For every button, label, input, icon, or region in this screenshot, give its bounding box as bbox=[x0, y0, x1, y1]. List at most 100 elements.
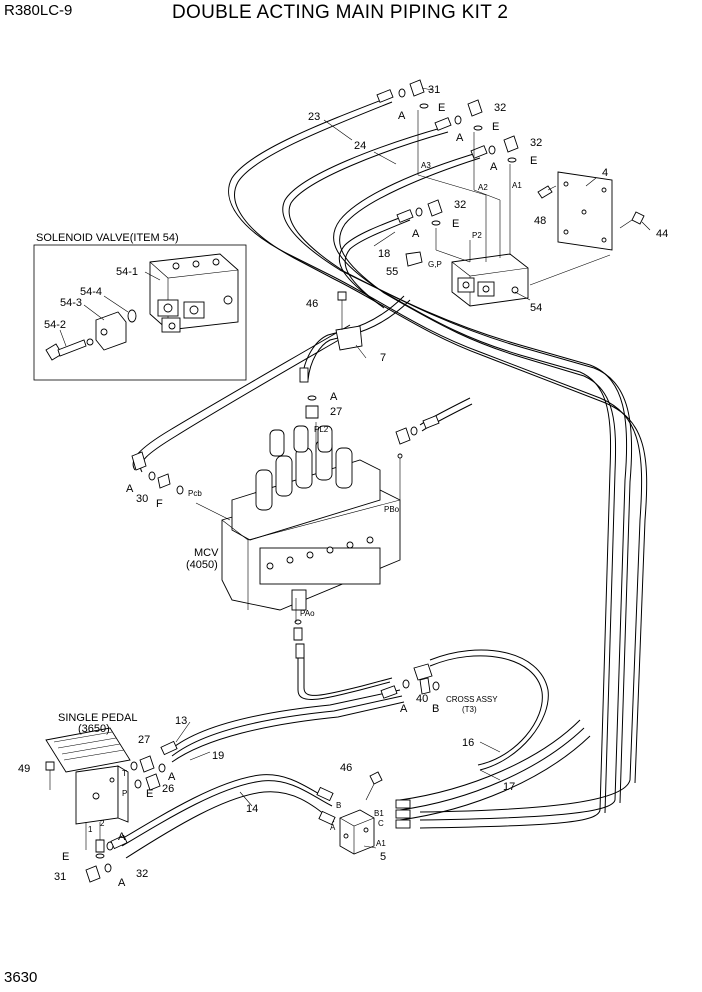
label-46-top: 46 bbox=[306, 298, 318, 310]
label-a-port: A bbox=[330, 823, 336, 832]
label-a-2: A bbox=[456, 132, 464, 144]
label-16: 16 bbox=[462, 737, 474, 749]
label-54: 54 bbox=[530, 302, 542, 314]
pedal-fittings bbox=[85, 740, 178, 883]
label-46-bottom: 46 bbox=[340, 762, 352, 774]
main-control-valve bbox=[221, 425, 401, 611]
elbow-fittings-top bbox=[398, 79, 519, 267]
label-gp: G,P bbox=[428, 260, 442, 269]
label-e-6: E bbox=[62, 851, 69, 863]
page-title: DOUBLE ACTING MAIN PIPING KIT 2 bbox=[172, 2, 509, 23]
page-number: 3630 bbox=[4, 969, 38, 986]
label-a-1: A bbox=[398, 110, 406, 122]
label-44: 44 bbox=[656, 228, 668, 240]
model-number: R380LC-9 bbox=[4, 2, 73, 19]
label-p-port: P bbox=[122, 789, 127, 798]
bolt-46-bottom-icon bbox=[365, 771, 383, 801]
bolt-49-icon bbox=[45, 761, 55, 790]
label-19: 19 bbox=[212, 750, 224, 762]
label-single-pedal: SINGLE PEDAL bbox=[58, 712, 137, 724]
label-40: 40 bbox=[416, 693, 428, 705]
label-23: 23 bbox=[308, 111, 320, 123]
label-mcv-code: (4050) bbox=[186, 559, 218, 571]
manifold-block-5 bbox=[339, 809, 375, 855]
label-4: 4 bbox=[602, 167, 608, 179]
label-32-a: 32 bbox=[494, 102, 506, 114]
label-e-3: E bbox=[530, 155, 537, 167]
label-a-9: A bbox=[118, 831, 126, 843]
part-labels: 31 E A 23 32 E A 32 E 24 A 4 A3 A2 A1 32… bbox=[18, 84, 668, 889]
label-a-10: A bbox=[118, 877, 126, 889]
label-31-top: 31 bbox=[428, 84, 440, 96]
label-27-bottom: 27 bbox=[138, 734, 150, 746]
plug-block bbox=[95, 311, 127, 351]
label-pao: PAo bbox=[300, 609, 315, 618]
label-pbo: PBo bbox=[384, 505, 400, 514]
label-cross-assy: CROSS ASSY bbox=[446, 695, 498, 704]
label-32-c: 32 bbox=[454, 199, 466, 211]
leader-lines bbox=[175, 87, 651, 849]
label-port-2: 2 bbox=[100, 819, 105, 828]
label-49: 49 bbox=[18, 763, 30, 775]
label-17: 17 bbox=[503, 781, 515, 793]
solenoid-valve-54 bbox=[451, 253, 529, 307]
mcv-fittings bbox=[131, 367, 440, 659]
bolt-44-icon bbox=[619, 211, 645, 229]
label-7: 7 bbox=[380, 352, 386, 364]
label-b1-port: B1 bbox=[374, 809, 384, 818]
solenoid-valve-body bbox=[149, 253, 239, 333]
component-labels: MCV (4050) SINGLE PEDAL (3650) CROSS ASS… bbox=[58, 547, 498, 735]
label-a3: A3 bbox=[421, 161, 431, 170]
label-f: F bbox=[156, 498, 163, 510]
label-18: 18 bbox=[378, 248, 390, 260]
mounting-plate-4 bbox=[557, 171, 613, 251]
label-e-4: E bbox=[452, 218, 459, 230]
label-54-1: 54-1 bbox=[116, 266, 138, 278]
bolt-48-icon bbox=[537, 185, 557, 199]
hose-end-fittings bbox=[376, 89, 488, 223]
label-54-3: 54-3 bbox=[60, 297, 82, 309]
label-e-2: E bbox=[492, 121, 499, 133]
label-a-6: A bbox=[126, 483, 134, 495]
label-26: 26 bbox=[162, 783, 174, 795]
label-48: 48 bbox=[534, 215, 546, 227]
label-a-7: A bbox=[400, 703, 408, 715]
port-leaders bbox=[417, 110, 611, 286]
label-c-port: C bbox=[378, 819, 384, 828]
label-mcv: MCV bbox=[194, 547, 219, 559]
label-32-bottom: 32 bbox=[136, 868, 148, 880]
label-single-pedal-code: (3650) bbox=[78, 723, 110, 735]
label-a-3: A bbox=[490, 161, 498, 173]
label-54-2: 54-2 bbox=[44, 319, 66, 331]
label-54-4: 54-4 bbox=[80, 286, 102, 298]
label-31-bottom: 31 bbox=[54, 871, 66, 883]
label-b-1: B bbox=[432, 703, 439, 715]
label-a-8: A bbox=[168, 771, 176, 783]
label-55: 55 bbox=[386, 266, 398, 278]
label-port-1: 1 bbox=[88, 825, 93, 834]
label-e-5: E bbox=[146, 788, 153, 800]
label-b-port: B bbox=[336, 801, 341, 810]
label-30: 30 bbox=[136, 493, 148, 505]
label-a1: A1 bbox=[512, 181, 522, 190]
block-5-fittings bbox=[316, 786, 411, 829]
label-5: 5 bbox=[380, 851, 386, 863]
label-a-4: A bbox=[412, 228, 420, 240]
label-a2: A2 bbox=[478, 183, 488, 192]
label-13: 13 bbox=[175, 715, 187, 727]
label-t-port: T bbox=[122, 769, 127, 778]
label-24: 24 bbox=[354, 140, 366, 152]
label-a1-port: A1 bbox=[376, 839, 386, 848]
label-cross-assy-code: (T3) bbox=[462, 705, 477, 714]
label-p2: P2 bbox=[472, 231, 482, 240]
bolt-icon bbox=[45, 338, 94, 361]
label-pl2: PL2 bbox=[314, 425, 329, 434]
label-pcb: Pcb bbox=[188, 489, 202, 498]
label-14: 14 bbox=[246, 803, 258, 815]
label-e-1: E bbox=[438, 102, 445, 114]
cross-assy-40 bbox=[380, 663, 440, 699]
solenoid-valve-inset: SOLENOID VALVE(ITEM 54) bbox=[33, 232, 247, 381]
inset-title: SOLENOID VALVE(ITEM 54) bbox=[36, 232, 179, 244]
o-ring-icon bbox=[127, 309, 137, 323]
